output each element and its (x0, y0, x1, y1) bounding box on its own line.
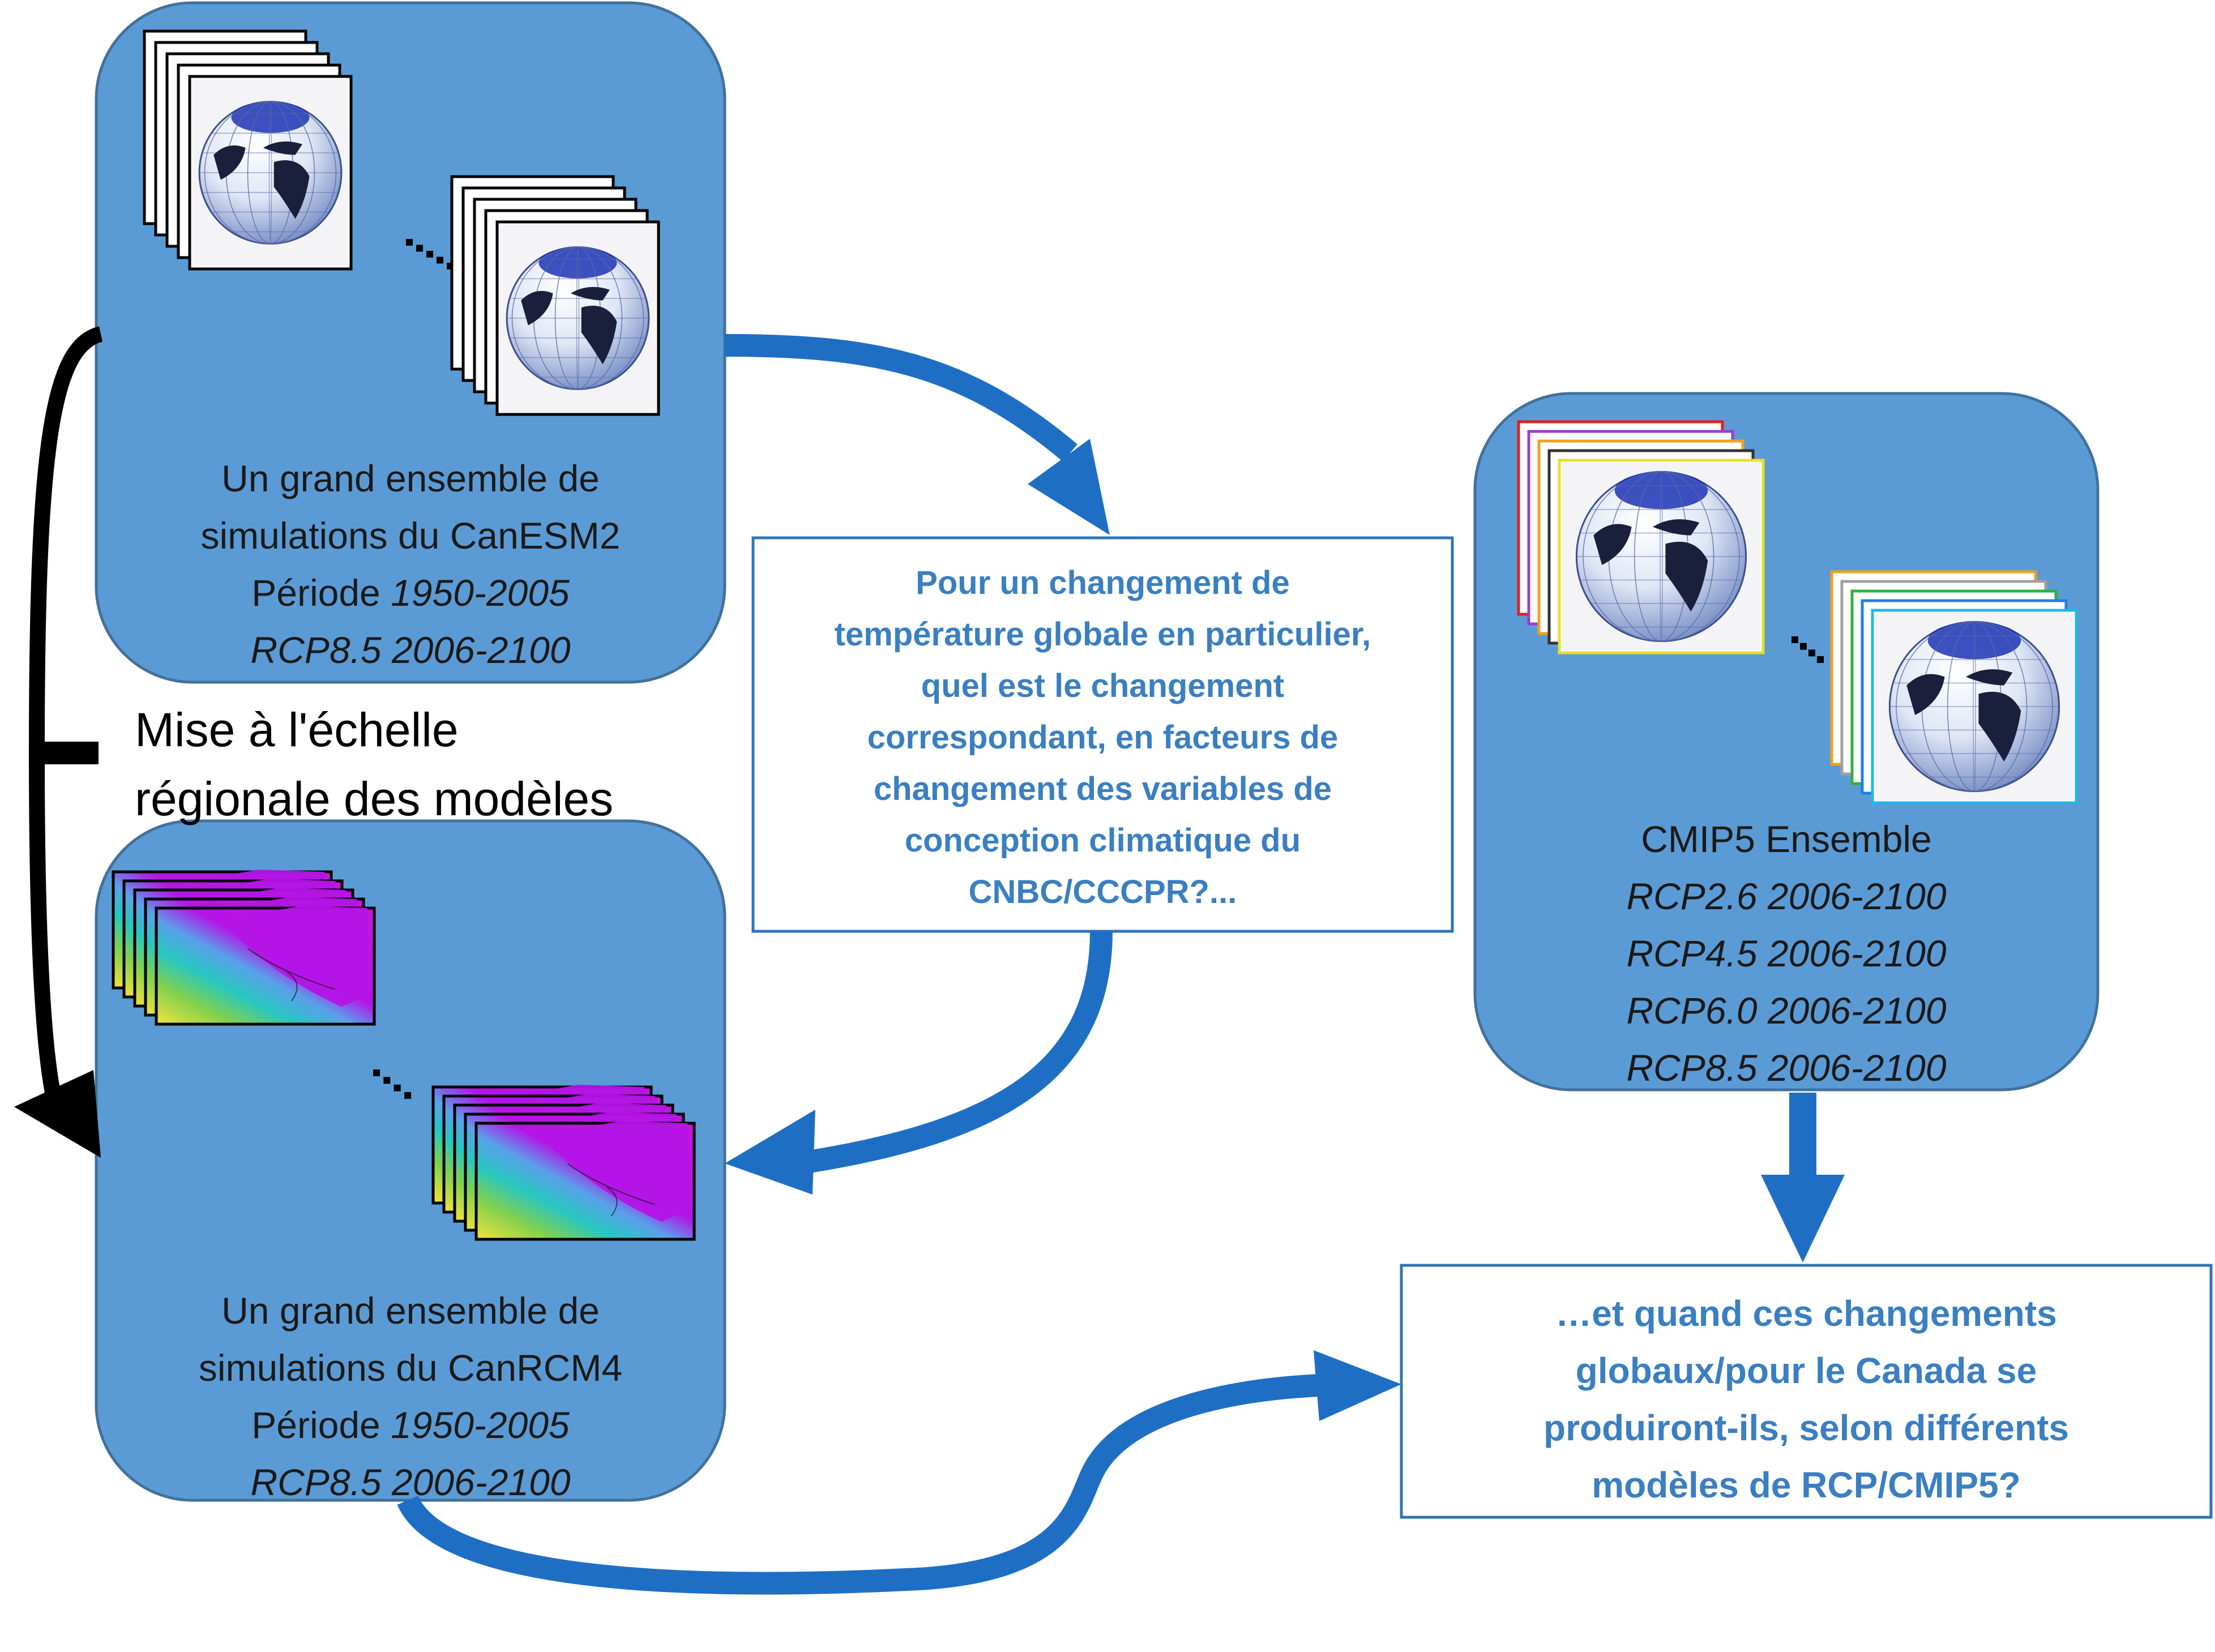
question2-line: …et quand ces changements (1555, 1293, 2057, 1334)
canrcm4-line2: simulations du CanRCM4 (198, 1347, 623, 1389)
downscaling-arrowhead (14, 1070, 101, 1158)
question1-line: quel est le changement (921, 667, 1285, 704)
arrow-cmip5-to-question2 (1789, 1093, 1816, 1183)
globe-icon (506, 246, 650, 390)
globe-icon (198, 101, 343, 245)
globe-stack (143, 29, 353, 271)
canesm2-caption: Un grand ensemble de simulations du CanE… (96, 450, 725, 679)
downscaling-label-line1: Mise à l'échelle (135, 703, 459, 756)
regional-map-icon (474, 1120, 696, 1241)
regional-map-stack (112, 869, 376, 1026)
cmip5-caption: CMIP5 Ensemble RCP2.6 2006-2100 RCP4.5 2… (1475, 811, 2098, 1097)
question2-text: …et quand ces changements globaux/pour l… (1401, 1285, 2211, 1514)
canrcm4-period-years: 1950-2005 (391, 1404, 570, 1446)
cmip5-rcp-3: RCP6.0 2006-2100 (1626, 990, 1947, 1032)
globe-icon (1888, 620, 2060, 793)
downscaling-label-line2: régionale des modèles (135, 772, 614, 825)
question1-text: Pour un changement de température global… (753, 557, 1452, 918)
ellipsis-dots (1791, 636, 1824, 663)
downscaling-label: Mise à l'échelle régionale des modèles (135, 695, 613, 833)
downscaling-arrow (28, 326, 103, 1112)
cmip5-rcp-4: RCP8.5 2006-2100 (1626, 1047, 1947, 1089)
regional-map-icon (155, 905, 376, 1026)
canesm2-line2: simulations du CanESM2 (200, 515, 621, 557)
canrcm4-caption: Un grand ensemble de simulations du CanR… (96, 1282, 725, 1511)
globe-stack (1830, 570, 2078, 804)
cmip5-globe-stacks (1517, 420, 2078, 804)
canesm2-rcp: RCP8.5 2006-2100 (250, 629, 571, 671)
canrcm4-period-label: Période (251, 1404, 380, 1446)
arrow-canrcm4-to-question2 (397, 1373, 1348, 1595)
question2-line: globaux/pour le Canada se (1575, 1350, 2037, 1391)
canrcm4-map-stacks (112, 869, 696, 1241)
arrowhead-question2-b (1314, 1350, 1401, 1421)
question2-line: produiront-ils, selon différents (1543, 1407, 2069, 1448)
cmip5-rcp-2: RCP4.5 2006-2100 (1626, 932, 1947, 974)
arrowhead-question2 (1761, 1175, 1845, 1262)
question1-line: changement des variables de (873, 771, 1332, 807)
canesm2-period-years: 1950-2005 (391, 572, 570, 614)
cmip5-title: CMIP5 Ensemble (1641, 818, 1932, 860)
regional-map-stack (431, 1084, 696, 1241)
globe-stack (450, 175, 660, 416)
question2-box (1400, 1264, 2213, 1519)
question1-box (751, 536, 1454, 933)
ellipsis-dots (373, 1069, 411, 1099)
question1-line: CNBC/CCCPR?... (968, 874, 1237, 910)
canesm2-period: Période 1950-2005 (96, 564, 725, 622)
canrcm4-line1: Un grand ensemble de (221, 1290, 600, 1332)
canesm2-globe-stacks (143, 29, 660, 416)
canrcm4-rcp: RCP8.5 2006-2100 (250, 1461, 571, 1503)
canesm2-period-label: Période (251, 572, 380, 614)
canrcm4-period: Période 1950-2005 (96, 1397, 725, 1454)
question1-line: correspondant, en facteurs de (867, 719, 1339, 756)
question1-line: température globale en particulier, (834, 616, 1371, 653)
downscaling-arrow-tab (35, 742, 99, 764)
globe-stack (1517, 420, 1765, 654)
question1-line: conception climatique du (904, 822, 1301, 859)
arrow-question-to-canrcm4 (796, 931, 1113, 1175)
globe-icon (1575, 470, 1747, 643)
arrowhead-canrcm4 (725, 1110, 815, 1195)
canesm2-line1: Un grand ensemble de (221, 457, 600, 499)
question1-line: Pour un changement de (916, 564, 1290, 601)
question2-line: modèles de RCP/CMIP5? (1592, 1465, 2021, 1505)
arrowhead-question1 (1028, 439, 1110, 535)
cmip5-rcp-1: RCP2.6 2006-2100 (1626, 875, 1947, 917)
arrow-canesm2-to-question (724, 334, 1077, 462)
